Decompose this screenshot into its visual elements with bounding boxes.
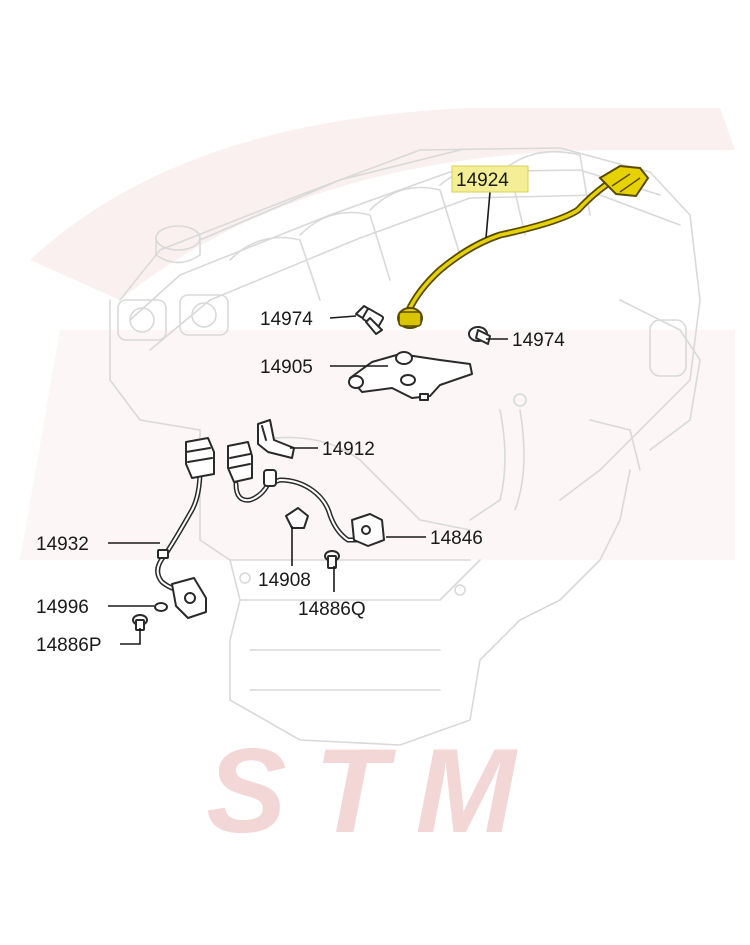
part-14912-bracket	[257, 419, 295, 459]
watermark: STM	[20, 108, 735, 858]
leader-lines	[108, 191, 508, 645]
label-14886Q[interactable]: 14886Q	[298, 599, 366, 620]
label-14912[interactable]: 14912	[322, 439, 375, 460]
label-14932[interactable]: 14932	[36, 534, 89, 555]
label-14924-highlight	[451, 165, 529, 193]
part-14996-washer	[154, 602, 168, 612]
part-14886P-bolt	[132, 614, 148, 631]
part-14905-bracket	[348, 351, 473, 401]
label-14886P[interactable]: 14886P	[36, 635, 102, 656]
engine-outline	[109, 147, 701, 746]
part-14974-bolt-right	[468, 326, 491, 345]
part-14886Q-bolt	[324, 550, 340, 569]
label-14996[interactable]: 14996	[36, 597, 89, 618]
part-14924-knock-sensor-wire	[397, 164, 650, 329]
label-14974-right[interactable]: 14974	[512, 330, 565, 351]
label-14908[interactable]: 14908	[258, 570, 311, 591]
label-14924[interactable]: 14924	[456, 170, 509, 191]
part-14974-bolt-left	[355, 305, 385, 335]
part-labels: 14924 14974 14974 14905 14912 14932 1484…	[36, 170, 565, 656]
label-14905[interactable]: 14905	[260, 357, 313, 378]
label-14974-left[interactable]: 14974	[260, 309, 313, 330]
part-14846-sensor-harness	[227, 441, 385, 547]
part-14932-sensor-harness	[155, 437, 215, 619]
watermark-text: STM	[206, 724, 543, 858]
label-14846[interactable]: 14846	[430, 528, 483, 549]
